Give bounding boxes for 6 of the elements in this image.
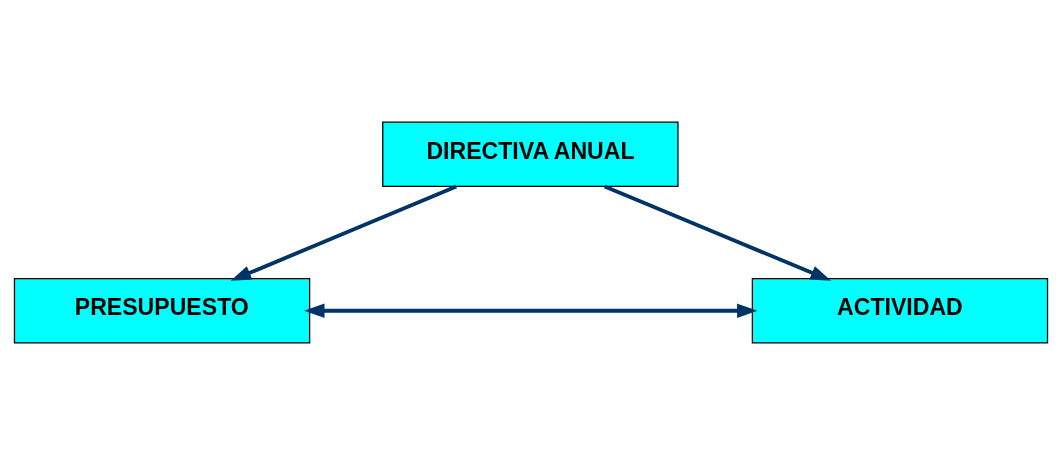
node-box: PRESUPUESTO <box>13 277 311 343</box>
node-box: ACTIVIDAD <box>751 277 1049 343</box>
arrow <box>230 184 457 281</box>
arrow <box>303 303 758 318</box>
node-box: DIRECTIVA ANUAL <box>382 121 679 187</box>
arrow <box>603 184 832 281</box>
